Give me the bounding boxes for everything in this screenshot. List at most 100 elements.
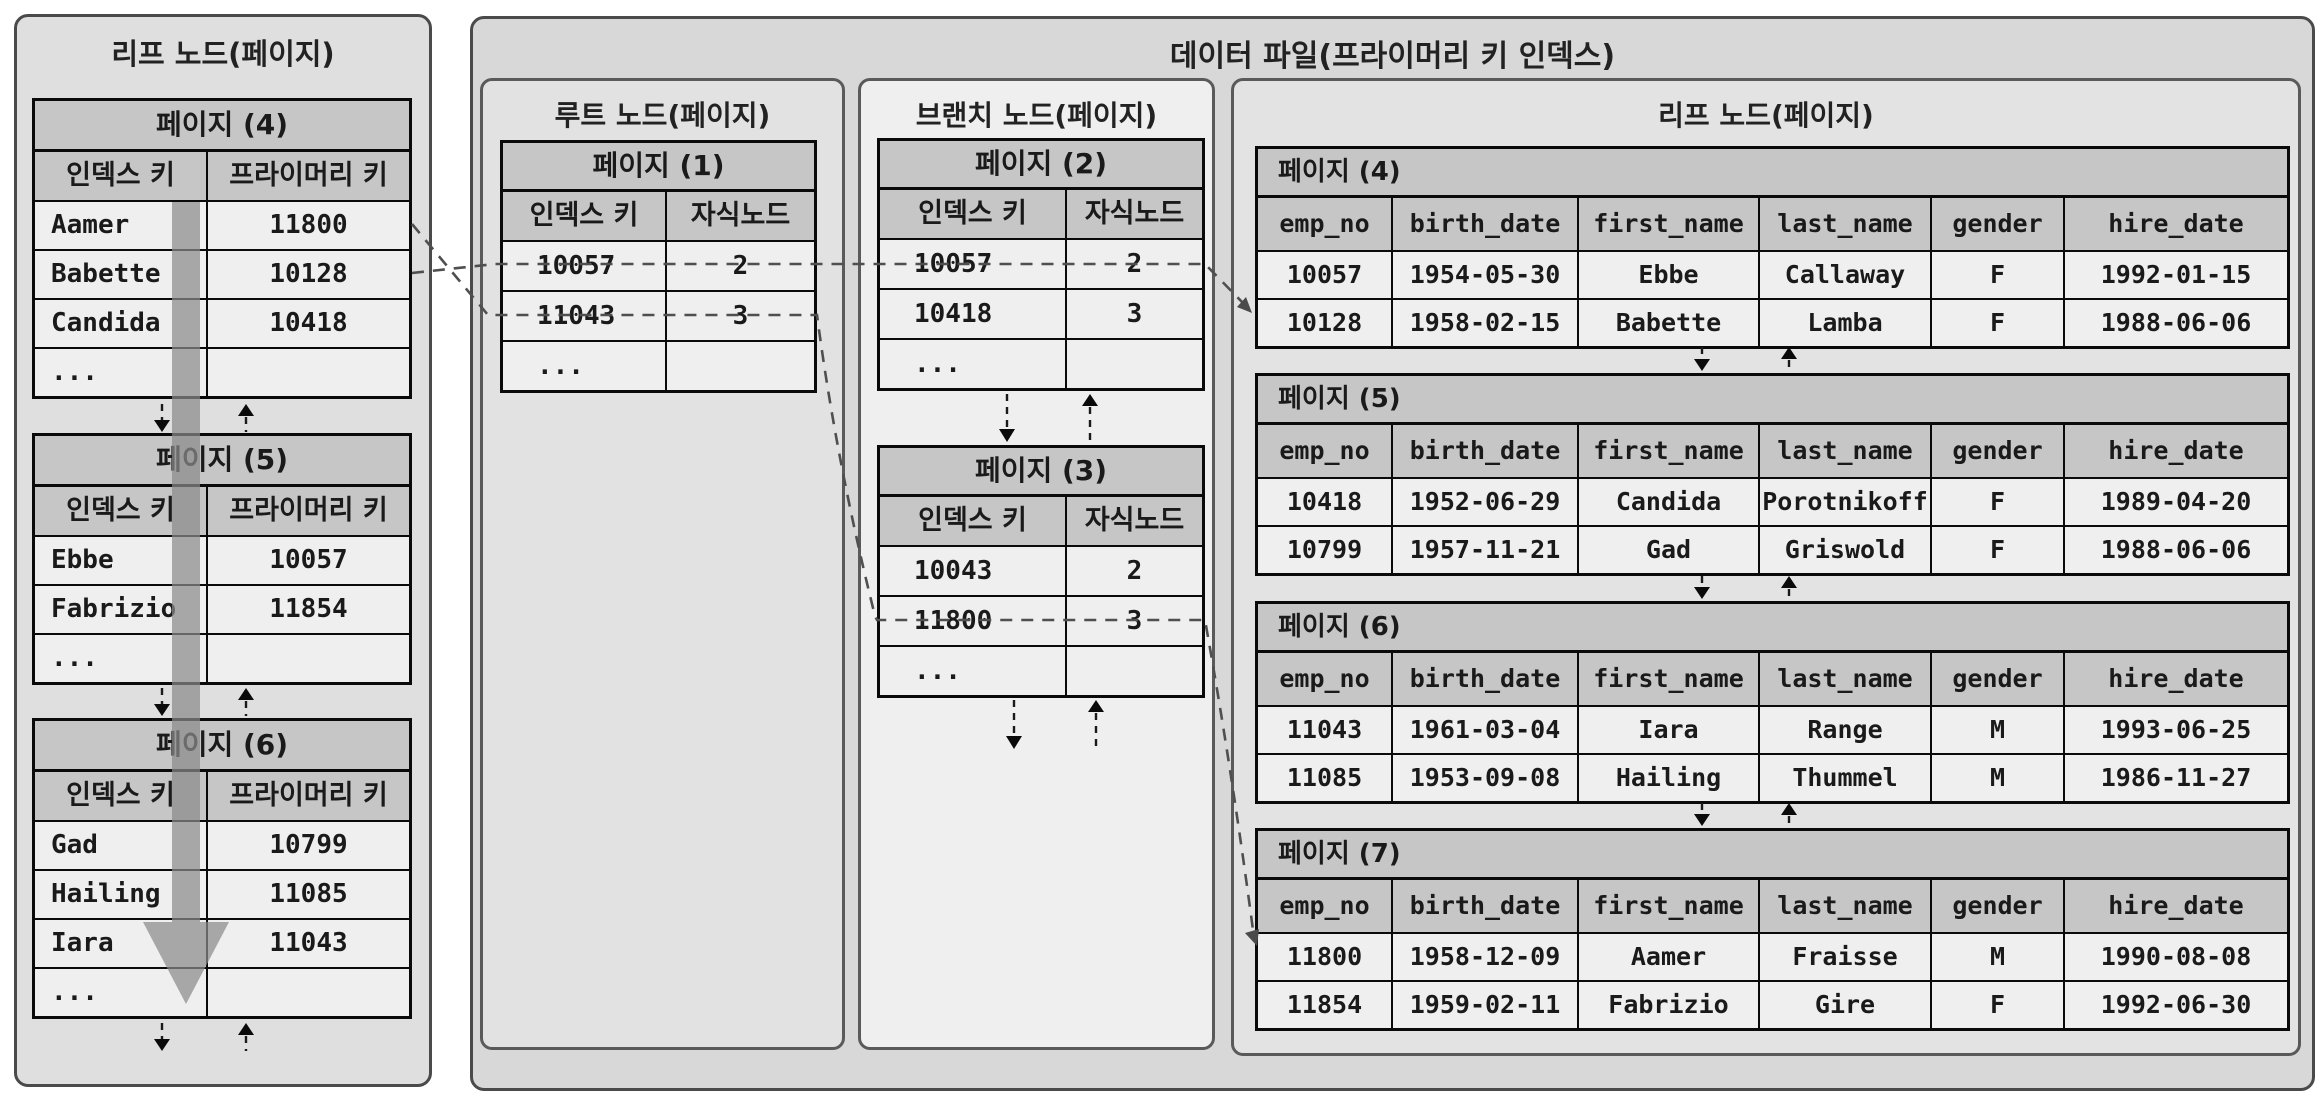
table-header-row: 인덱스 키 프라이머리 키 (35, 152, 409, 200)
last-name-cell: Gire (1758, 982, 1930, 1028)
table-row: 10057 2 (880, 238, 1202, 288)
index-key-cell: Candida (51, 308, 161, 338)
child-node-cell: 3 (1065, 290, 1202, 338)
index-key-cell: Fabrizio (51, 594, 177, 624)
birth-date-cell: 1958-02-15 (1391, 300, 1577, 346)
index-key-cell: Hailing (51, 879, 161, 909)
table-header-row: 인덱스 키 프라이머리 키 (35, 487, 409, 535)
table-title: 페이지 (5) (35, 436, 409, 487)
gender-cell: F (1930, 527, 2063, 573)
table-row: 11043 1961-03-04 Iara Range M 1993-06-25 (1258, 705, 2287, 753)
primary-key-cell (206, 635, 409, 682)
first-name-cell: Babette (1577, 300, 1758, 346)
column-header-birth-date: birth_date (1391, 653, 1577, 705)
column-header-first-name: first_name (1577, 425, 1758, 477)
hire-date-cell: 1992-01-15 (2063, 252, 2287, 298)
table-row: 11085 1953-09-08 Hailing Thummel M 1986-… (1258, 753, 2287, 801)
index-key-cell: Ebbe (51, 545, 114, 575)
gender-cell: F (1930, 479, 2063, 525)
table-row: Fabrizio 11854 (35, 584, 409, 633)
table-row: 11800 1958-12-09 Aamer Fraisse M 1990-08… (1258, 932, 2287, 980)
column-header-child-node: 자식노드 (665, 192, 814, 240)
child-node-cell: 3 (1065, 597, 1202, 645)
index-key-cell: 11043 (537, 301, 616, 331)
gender-cell: M (1930, 934, 2063, 980)
child-node-cell: 2 (1065, 240, 1202, 288)
index-table-page-6: 페이지 (6) 인덱스 키 프라이머리 키 Gad 10799 Hailing … (32, 718, 412, 1019)
gender-cell: F (1930, 252, 2063, 298)
column-header-gender: gender (1930, 880, 2063, 932)
column-header-index-key: 인덱스 키 (35, 772, 206, 820)
column-header-last-name: last_name (1758, 653, 1930, 705)
column-header-child-node: 자식노드 (1065, 190, 1202, 238)
last-name-cell: Griswold (1758, 527, 1930, 573)
column-header-hire-date: hire_date (2063, 198, 2287, 250)
table-row: 10057 1954-05-30 Ebbe Callaway F 1992-01… (1258, 250, 2287, 298)
index-key-cell: Gad (51, 830, 98, 860)
gender-cell: F (1930, 300, 2063, 346)
table-row: 11800 3 (880, 595, 1202, 645)
table-row: 10418 3 (880, 288, 1202, 338)
emp-no-cell: 10418 (1286, 487, 1363, 516)
first-name-cell: Iara (1577, 707, 1758, 753)
hire-date-cell: 1986-11-27 (2063, 755, 2287, 801)
table-title: 페이지 (1) (503, 143, 814, 192)
index-key-cell: ... (51, 977, 98, 1007)
column-header-primary-key: 프라이머리 키 (206, 772, 409, 820)
panel-title: 리프 노드(페이지) (1658, 99, 1874, 132)
branch-table-page-2: 페이지 (2) 인덱스 키 자식노드 10057 2 10418 3 ... (877, 138, 1205, 391)
first-name-cell: Candida (1577, 479, 1758, 525)
emp-no-cell: 10128 (1286, 308, 1363, 337)
table-row: Ebbe 10057 (35, 535, 409, 584)
column-header-gender: gender (1930, 198, 2063, 250)
table-row: Hailing 11085 (35, 869, 409, 918)
primary-key-cell (206, 349, 409, 396)
column-header-last-name: last_name (1758, 198, 1930, 250)
gender-cell: F (1930, 982, 2063, 1028)
root-table-page-1: 페이지 (1) 인덱스 키 자식노드 10057 2 11043 3 ... (500, 140, 817, 393)
leaf-table-page-7: 페이지 (7) emp_no birth_date first_name las… (1255, 828, 2290, 1031)
table-row: Candida 10418 (35, 298, 409, 347)
index-key-cell: Iara (51, 928, 114, 958)
table-row: 10057 2 (503, 240, 814, 290)
table-title: 페이지 (4) (35, 101, 409, 152)
panel-title: 데이터 파일(프라이머리 키 인덱스) (1169, 39, 1616, 74)
index-key-cell: ... (51, 357, 98, 387)
hire-date-cell: 1992-06-30 (2063, 982, 2287, 1028)
table-row: Iara 11043 (35, 918, 409, 967)
last-name-cell: Lamba (1758, 300, 1930, 346)
last-name-cell: Callaway (1758, 252, 1930, 298)
table-row: 11854 1959-02-11 Fabrizio Gire F 1992-06… (1258, 980, 2287, 1028)
child-node-cell (1065, 647, 1202, 695)
column-header-birth-date: birth_date (1391, 198, 1577, 250)
column-header-emp-no: emp_no (1258, 653, 1391, 705)
table-row: Aamer 11800 (35, 200, 409, 249)
column-header-hire-date: hire_date (2063, 653, 2287, 705)
emp-no-cell: 11800 (1286, 942, 1363, 971)
branch-table-page-3: 페이지 (3) 인덱스 키 자식노드 10043 2 11800 3 ... (877, 445, 1205, 698)
index-key-cell: 10057 (914, 249, 993, 279)
table-row: 10799 1957-11-21 Gad Griswold F 1988-06-… (1258, 525, 2287, 573)
primary-key-cell: 11800 (206, 202, 409, 249)
index-key-cell: ... (914, 656, 961, 686)
first-name-cell: Aamer (1577, 934, 1758, 980)
first-name-cell: Gad (1577, 527, 1758, 573)
table-title: 페이지 (2) (880, 141, 1202, 190)
table-title: 페이지 (5) (1258, 376, 2287, 425)
index-key-cell: 10418 (914, 299, 993, 329)
index-key-cell: 11800 (914, 606, 993, 636)
column-header-last-name: last_name (1758, 880, 1930, 932)
table-header-row: emp_no birth_date first_name last_name g… (1258, 425, 2287, 477)
column-header-first-name: first_name (1577, 880, 1758, 932)
column-header-emp-no: emp_no (1258, 425, 1391, 477)
gender-cell: M (1930, 755, 2063, 801)
table-header-row: 인덱스 키 자식노드 (880, 497, 1202, 545)
column-header-emp-no: emp_no (1258, 880, 1391, 932)
hire-date-cell: 1990-08-08 (2063, 934, 2287, 980)
table-row: 10418 1952-06-29 Candida Porotnikoff F 1… (1258, 477, 2287, 525)
primary-key-cell (206, 969, 409, 1016)
primary-key-cell: 10128 (206, 251, 409, 298)
index-key-cell: ... (537, 351, 584, 381)
primary-key-cell: 11854 (206, 586, 409, 633)
panel-title: 브랜치 노드(페이지) (915, 99, 1158, 132)
